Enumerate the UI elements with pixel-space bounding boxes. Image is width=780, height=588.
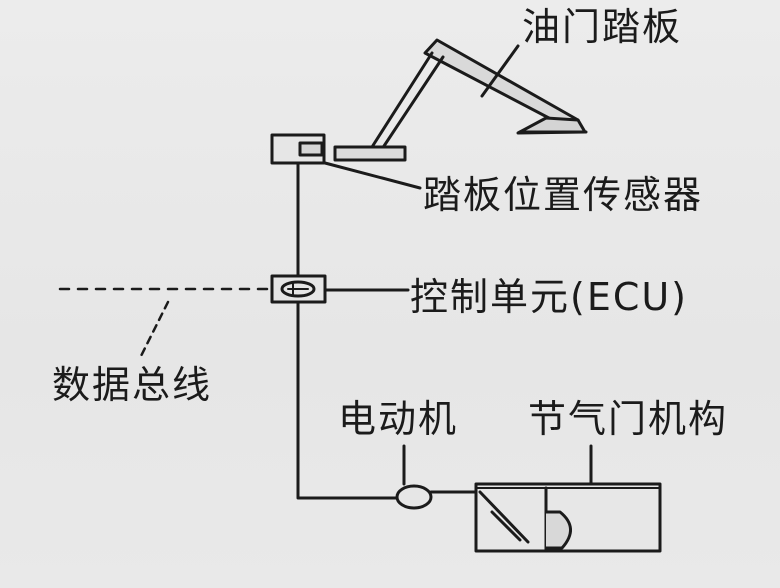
label-accelerator-pedal: 油门踏板	[522, 5, 683, 49]
motor-shape	[395, 484, 478, 510]
label-data-bus: 数据总线	[52, 363, 213, 407]
label-control-unit: 控制单元(ECU)	[410, 275, 689, 319]
throttle-body	[474, 482, 662, 553]
label-motor: 电动机	[338, 397, 459, 441]
label-pedal-position-sensor: 踏板位置传感器	[423, 173, 704, 217]
bus-leader	[138, 300, 170, 360]
pedal-sensor-box	[270, 133, 326, 165]
wire-ecu-motor	[296, 300, 402, 500]
ecu-box	[270, 274, 327, 304]
label-throttle-mechanism: 节气门机构	[528, 397, 729, 441]
pedal-arm	[423, 38, 588, 135]
sensor-leader	[323, 161, 422, 190]
pedal-linkage	[333, 51, 445, 162]
pedal-leader	[480, 44, 520, 98]
